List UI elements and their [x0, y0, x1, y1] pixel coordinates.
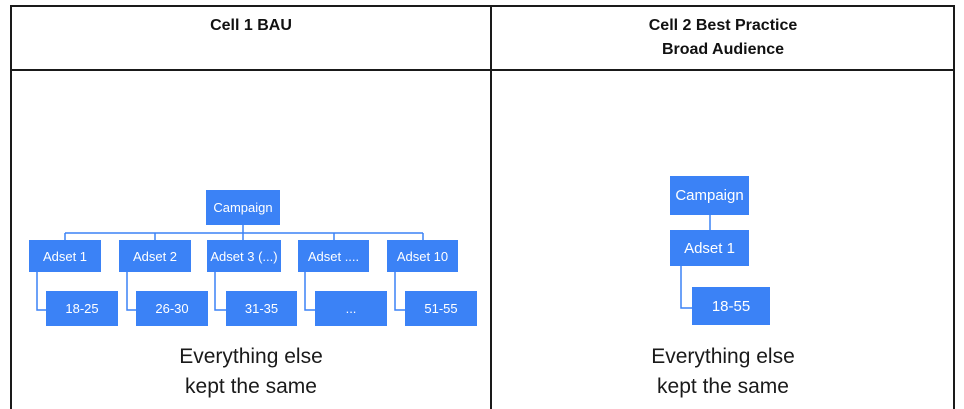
cell1-adset-3: Adset 3 (...)	[207, 240, 281, 272]
cell1-age-3: 31-35	[226, 291, 297, 326]
cell2-header-line-2: Broad Audience	[661, 41, 785, 58]
cell1-adset-1: Adset 1	[29, 240, 101, 272]
cell1-campaign-node: Campaign	[206, 190, 280, 225]
cell1-adset-2: Adset 2	[119, 240, 191, 272]
cell1-caption: Everything else kept the same	[12, 342, 490, 402]
cell1-age-2: 26-30	[136, 291, 208, 326]
cell2-adset-1: Adset 1	[670, 230, 749, 266]
cell2-caption: Everything else kept the same	[492, 342, 954, 402]
cell2-header-line-1: Cell 2 Best Practice	[648, 17, 798, 34]
cell2-header: Cell 2 Best Practice Broad Audience	[492, 14, 954, 62]
cell1-header: Cell 1 BAU	[12, 14, 490, 38]
header-divider	[10, 69, 955, 71]
cell1-header-line: Cell 1 BAU	[210, 17, 292, 34]
cell2-caption-line-2: kept the same	[657, 375, 789, 398]
column-divider	[490, 5, 492, 409]
cell1-adset-5: Adset 10	[387, 240, 458, 272]
cell1-caption-line-1: Everything else	[179, 345, 323, 368]
cell1-caption-line-2: kept the same	[185, 375, 317, 398]
cell1-age-1: 18-25	[46, 291, 118, 326]
cell1-adset-4: Adset ....	[298, 240, 369, 272]
cell2-age: 18-55	[692, 287, 770, 325]
table-frame	[10, 5, 955, 409]
cell2-campaign-node: Campaign	[670, 176, 749, 215]
cell1-age-5: 51-55	[405, 291, 477, 326]
cell2-caption-line-1: Everything else	[651, 345, 795, 368]
cell1-age-4: ...	[315, 291, 387, 326]
